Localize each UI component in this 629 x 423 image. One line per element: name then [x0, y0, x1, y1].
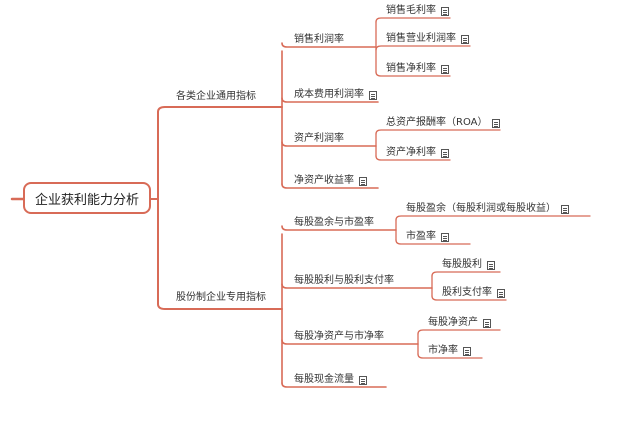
- subtopic-node[interactable]: 资产净利率: [386, 147, 449, 159]
- topic-node[interactable]: 资产利润率: [294, 133, 344, 145]
- note-icon: [359, 176, 367, 186]
- connector: [375, 45, 471, 51]
- topic-node[interactable]: 每股净资产与市净率: [294, 331, 384, 343]
- note-icon: [461, 34, 469, 44]
- node-text: 市盈率: [406, 231, 436, 242]
- connector: [375, 71, 451, 77]
- node-text: 每股盈余与市盈率: [294, 217, 374, 228]
- branch-node[interactable]: 股份制企业专用指标: [176, 292, 266, 304]
- node-text: 净资产收益率: [294, 175, 354, 186]
- note-icon: [441, 64, 449, 74]
- note-icon: [441, 148, 449, 158]
- node-text: 每股现金流量: [294, 374, 354, 385]
- connector: [281, 382, 387, 388]
- connector: [431, 271, 501, 277]
- node-text: 股份制企业专用指标: [176, 292, 266, 303]
- node-text: 资产利润率: [294, 133, 344, 144]
- subtopic-node[interactable]: 销售净利率: [386, 63, 449, 75]
- subtopic-node[interactable]: 每股盈余（每股利润或每股收益）: [406, 203, 569, 215]
- root-node[interactable]: 企业获利能力分析: [23, 182, 151, 214]
- note-icon: [369, 90, 377, 100]
- topic-node[interactable]: 每股股利与股利支付率: [294, 275, 394, 287]
- connector: [157, 106, 283, 113]
- node-text: 每股股利与股利支付率: [294, 275, 394, 286]
- node-text: 每股净资产与市净率: [294, 331, 384, 342]
- topic-node[interactable]: 销售利润率: [294, 34, 344, 46]
- connector: [417, 353, 483, 359]
- note-icon: [487, 260, 495, 270]
- connector: [431, 295, 507, 301]
- connector: [281, 339, 419, 345]
- topic-node[interactable]: 成本费用利润率: [294, 89, 377, 101]
- node-text: 各类企业通用指标: [176, 91, 256, 102]
- connector: [375, 155, 451, 161]
- node-text: 市净率: [428, 345, 458, 356]
- node-text: 总资产报酬率（ROA）: [386, 117, 488, 128]
- note-icon: [492, 118, 501, 128]
- connector: [281, 42, 377, 48]
- connector: [417, 329, 501, 335]
- connector: [281, 141, 377, 147]
- node-text: 销售净利率: [386, 63, 436, 74]
- connector: [281, 97, 379, 103]
- node-text: 销售毛利率: [386, 5, 436, 16]
- connector: [395, 239, 471, 245]
- topic-node[interactable]: 每股现金流量: [294, 374, 367, 386]
- topic-node[interactable]: 净资产收益率: [294, 175, 367, 187]
- node-text: 资产净利率: [386, 147, 436, 158]
- branch-node[interactable]: 各类企业通用指标: [176, 91, 256, 103]
- connector: [375, 129, 501, 135]
- note-icon: [441, 6, 449, 16]
- connector: [375, 17, 451, 23]
- subtopic-node[interactable]: 市净率: [428, 345, 471, 357]
- note-icon: [463, 346, 471, 356]
- node-text: 每股净资产: [428, 317, 478, 328]
- node-text: 成本费用利润率: [294, 89, 364, 100]
- connector: [395, 215, 591, 221]
- subtopic-node[interactable]: 销售毛利率: [386, 5, 449, 17]
- node-text: 销售利润率: [294, 34, 344, 45]
- subtopic-node[interactable]: 销售营业利润率: [386, 33, 469, 45]
- subtopic-node[interactable]: 每股股利: [442, 259, 495, 271]
- node-text: 每股股利: [442, 259, 482, 270]
- connector: [281, 283, 433, 289]
- connector: [281, 225, 397, 231]
- topic-node[interactable]: 每股盈余与市盈率: [294, 217, 374, 229]
- note-icon: [497, 288, 505, 298]
- node-text: 股利支付率: [442, 287, 492, 298]
- note-icon: [483, 318, 491, 328]
- subtopic-node[interactable]: 股利支付率: [442, 287, 505, 299]
- note-icon: [359, 375, 367, 385]
- node-text: 销售营业利润率: [386, 33, 456, 44]
- subtopic-node[interactable]: 每股净资产: [428, 317, 491, 329]
- subtopic-node[interactable]: 总资产报酬率（ROA）: [386, 117, 501, 129]
- note-icon: [561, 204, 569, 214]
- connector: [281, 183, 379, 189]
- note-icon: [441, 232, 449, 242]
- connector: [157, 303, 283, 310]
- subtopic-node[interactable]: 市盈率: [406, 231, 449, 243]
- node-text: 每股盈余（每股利润或每股收益）: [406, 203, 556, 214]
